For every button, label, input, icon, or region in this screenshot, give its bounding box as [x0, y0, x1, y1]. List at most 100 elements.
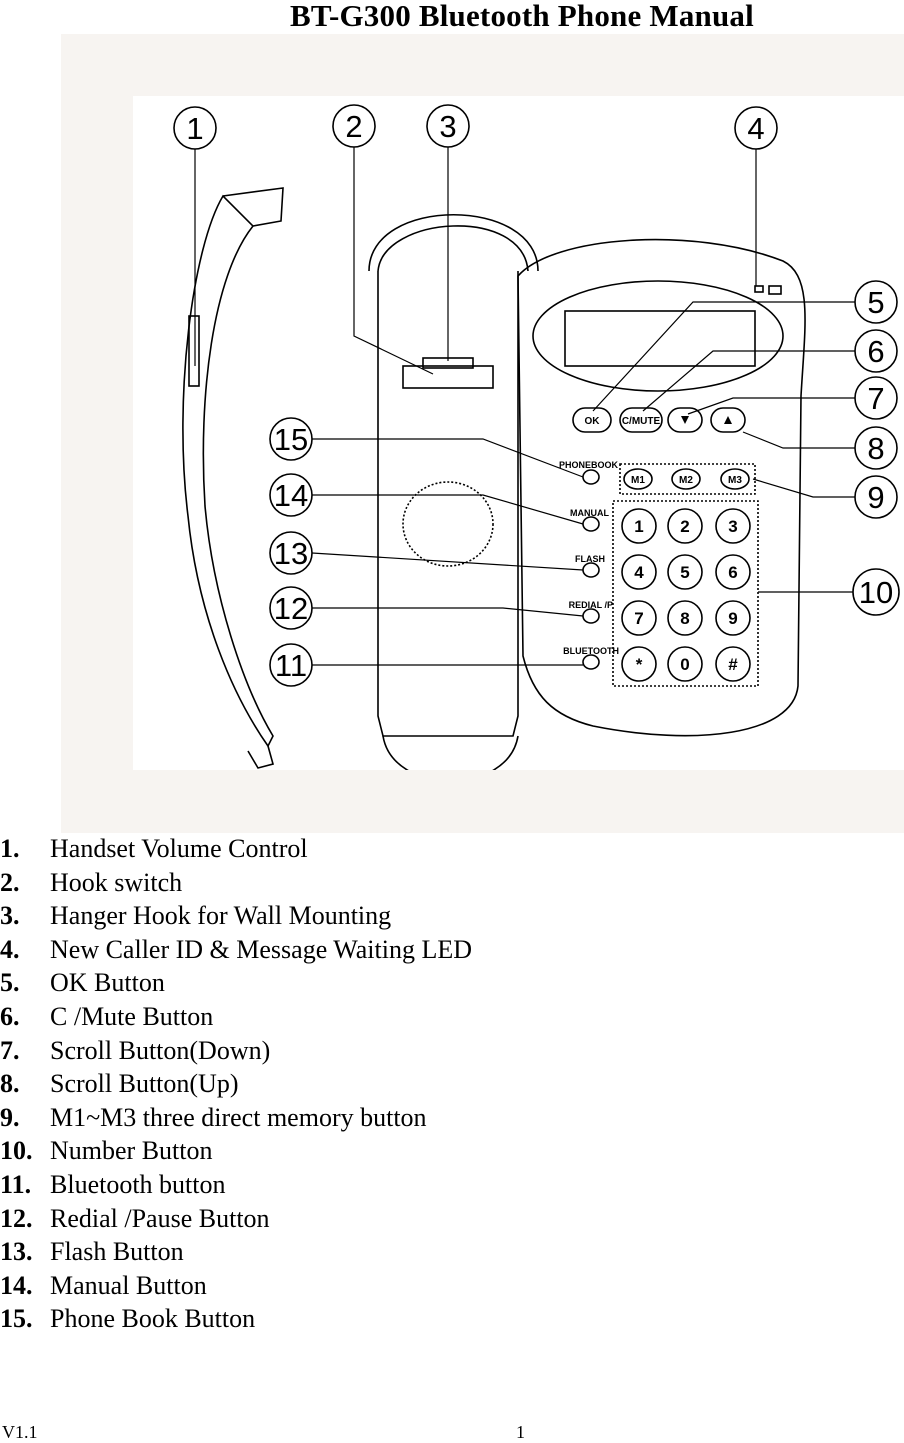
ok-key	[572, 407, 612, 433]
legend-number: 2.	[0, 867, 20, 897]
legend-number: 12.	[0, 1203, 33, 1233]
key-3	[715, 508, 751, 544]
m1-label: M1	[631, 475, 645, 486]
legend-text: New Caller ID & Message Waiting LED	[50, 934, 472, 964]
m2-label: M2	[679, 475, 693, 486]
callout-label: 7	[867, 381, 884, 416]
legend-item: 15.Phone Book Button	[0, 1302, 904, 1336]
c-mute-key-label: C/MUTE	[622, 416, 661, 427]
legend-item: 11.Bluetooth button	[0, 1168, 904, 1202]
legend-item: 13. Flash Button	[0, 1235, 904, 1269]
legend-text: Manual Button	[50, 1270, 207, 1300]
callout-label: 15	[274, 422, 308, 457]
legend-text: Bluetooth button	[50, 1169, 226, 1199]
key-label: 3	[728, 517, 737, 536]
hook-arch	[377, 225, 529, 272]
legend-text: OK Button	[50, 968, 165, 998]
phone-diagram-drawing: 1 2 3 4 5 6 7 8 9 10 11 12 13 14 15 OK C…	[133, 96, 904, 770]
phonebook-label: PHONEBOOK	[559, 460, 619, 470]
up-arrow-icon	[724, 416, 732, 424]
leader-lines	[194, 147, 855, 666]
page-number: 1	[516, 1422, 525, 1442]
led-indicator	[754, 285, 764, 293]
key-7	[621, 600, 657, 636]
key-2	[667, 508, 703, 544]
legend-item: 5. OK Button	[0, 966, 904, 1000]
legend-number: 13.	[0, 1237, 33, 1267]
display-bezel	[532, 280, 784, 392]
key-9	[715, 600, 751, 636]
callout-label: 1	[186, 111, 203, 146]
callout-label: 4	[747, 111, 764, 146]
key-6	[715, 554, 751, 590]
callout-label: 5	[867, 285, 884, 320]
key-label: *	[636, 655, 643, 674]
key-label: 8	[680, 609, 689, 628]
legend-text: Flash Button	[50, 1237, 184, 1267]
key-label: 2	[680, 517, 689, 536]
legend-item: 9. M1~M3 three direct memory button	[0, 1101, 904, 1135]
legend-text: Hanger Hook for Wall Mounting	[50, 901, 392, 931]
legend-number: 7.	[0, 1035, 20, 1065]
m3-label: M3	[728, 475, 742, 486]
callout-label: 6	[867, 334, 884, 369]
legend-item: 2. Hook switch	[0, 866, 904, 900]
key-label: 4	[634, 563, 644, 582]
legend-number: 8.	[0, 1069, 20, 1099]
key-label: 6	[728, 563, 737, 582]
callout-label: 11	[275, 648, 307, 683]
legend-text: Phone Book Button	[50, 1304, 256, 1334]
flash-label: FLASH	[575, 554, 605, 564]
bluetooth-key	[582, 654, 600, 670]
legend-text: Scroll Button(Down)	[50, 1035, 271, 1065]
key-hash	[715, 646, 751, 682]
callout-label: 8	[867, 431, 884, 466]
legend-text: C /Mute Button	[50, 1001, 214, 1031]
legend-item: 14.Manual Button	[0, 1269, 904, 1303]
document-title: BT-G300 Bluetooth Phone Manual	[290, 0, 754, 33]
legend-text: M1~M3 three direct memory button	[50, 1102, 427, 1132]
legend-text: Handset Volume Control	[50, 834, 308, 863]
legend-text: Number Button	[50, 1136, 213, 1166]
callout-label: 3	[439, 109, 456, 144]
legend-item: 8. Scroll Button(Up)	[0, 1067, 904, 1101]
legend-item: 4. New Caller ID & Message Waiting LED	[0, 933, 904, 967]
callout-label: 13	[274, 536, 308, 571]
legend-number: 5.	[0, 968, 20, 998]
legend-item: 6. C /Mute Button	[0, 1000, 904, 1034]
down-key	[667, 407, 703, 433]
ok-key-label: OK	[585, 416, 601, 427]
legend-item: 10. Number Button	[0, 1134, 904, 1168]
c-mute-key	[619, 407, 663, 433]
key-label: #	[728, 655, 738, 674]
legend-text: Scroll Button(Up)	[50, 1069, 239, 1099]
key-label: 0	[680, 655, 689, 674]
callout-label: 9	[867, 480, 884, 515]
key-0	[667, 646, 703, 682]
legend-number: 9.	[0, 1102, 20, 1132]
hook-switch	[402, 365, 494, 389]
document-version: V1.1	[2, 1422, 38, 1442]
key-star	[621, 646, 657, 682]
callout-label: 2	[345, 109, 362, 144]
legend-number: 4.	[0, 934, 20, 964]
base-body	[377, 271, 519, 737]
callout-label: 10	[859, 575, 893, 610]
down-arrow-icon	[681, 416, 689, 424]
legend-item: 3.Hanger Hook for Wall Mounting	[0, 899, 904, 933]
manual-label: MANUAL	[570, 508, 609, 518]
keypad-body	[517, 238, 806, 737]
handset-volume-switch	[188, 315, 200, 387]
key-5	[667, 554, 703, 590]
key-label: 1	[634, 517, 643, 536]
legend-text: Hook switch	[50, 867, 183, 897]
callout-label: 14	[274, 478, 308, 513]
m1-key	[623, 468, 653, 490]
handset-outline	[182, 194, 274, 748]
up-key	[710, 407, 746, 433]
lcd-display	[564, 310, 756, 367]
legend-text: Redial /Pause Button	[50, 1203, 270, 1233]
speaker-grille	[402, 481, 494, 567]
legend-number: 10.	[0, 1136, 33, 1166]
legend-number: 6.	[0, 1001, 20, 1031]
